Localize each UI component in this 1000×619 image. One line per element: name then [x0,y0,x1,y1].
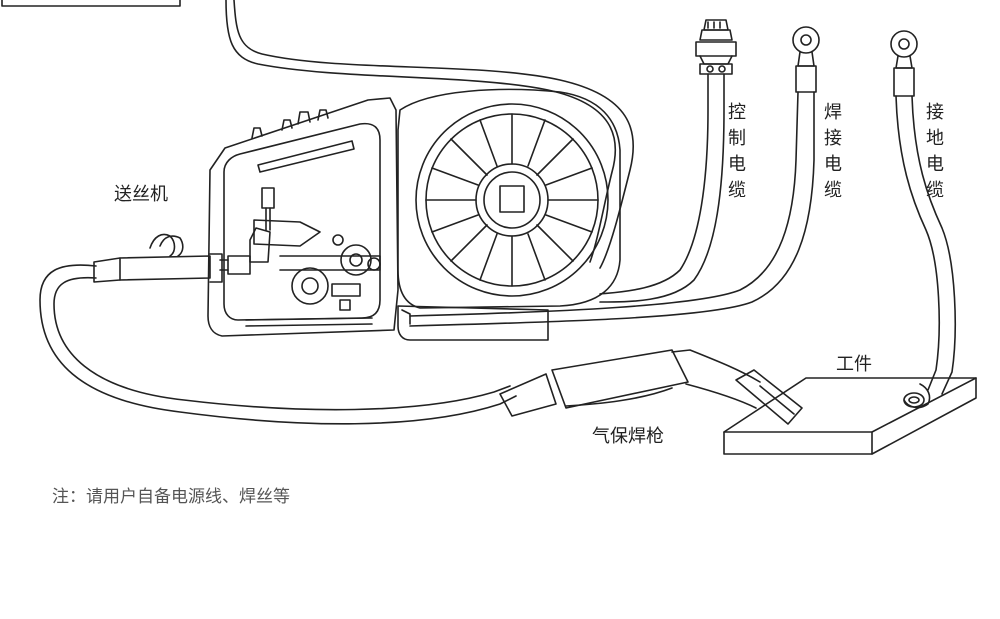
workpiece-label: 工件 [836,354,872,375]
control-cable-char-1: 控 [728,102,746,123]
welding-cable [409,26,820,327]
spool-housing [397,88,621,341]
welding-cable-char-1: 焊 [824,102,842,123]
gas-torch-label: 气保焊枪 [592,426,664,447]
knob-2 [281,119,293,131]
gas-torch [39,253,803,425]
control-cable-char-3: 电 [728,154,746,175]
control-cable-char-2: 制 [728,128,746,149]
workpiece [723,377,977,455]
welding-cable-char-2: 接 [824,128,842,149]
control-cable-label: 控 制 电 缆 [728,102,746,201]
knob-3 [297,111,311,125]
ground-cable-char-3: 电 [926,154,944,175]
wire-feeder-label: 送丝机 [114,184,168,205]
ground-cable [890,30,956,409]
knob-1 [251,127,263,139]
footnote: 注：请用户自备电源线、焊丝等 [52,487,290,507]
wire-feeder [149,97,399,337]
ground-cable-char-2: 地 [926,128,944,149]
control-cable [599,19,737,303]
ground-cable-char-1: 接 [926,102,944,123]
cropped-box [1,0,181,7]
supply-cable-outer [233,0,635,269]
supply-cable-inner [225,0,617,263]
knob-4 [317,109,329,121]
control-cable-char-4: 缆 [728,180,746,201]
ground-cable-char-4: 缆 [926,180,944,201]
welding-cable-char-3: 电 [824,154,842,175]
welding-cable-char-4: 缆 [824,180,842,201]
wire-spool [415,103,609,297]
welding-cable-label: 焊 接 电 缆 [824,102,842,201]
ground-cable-label: 接 地 电 缆 [926,102,944,201]
